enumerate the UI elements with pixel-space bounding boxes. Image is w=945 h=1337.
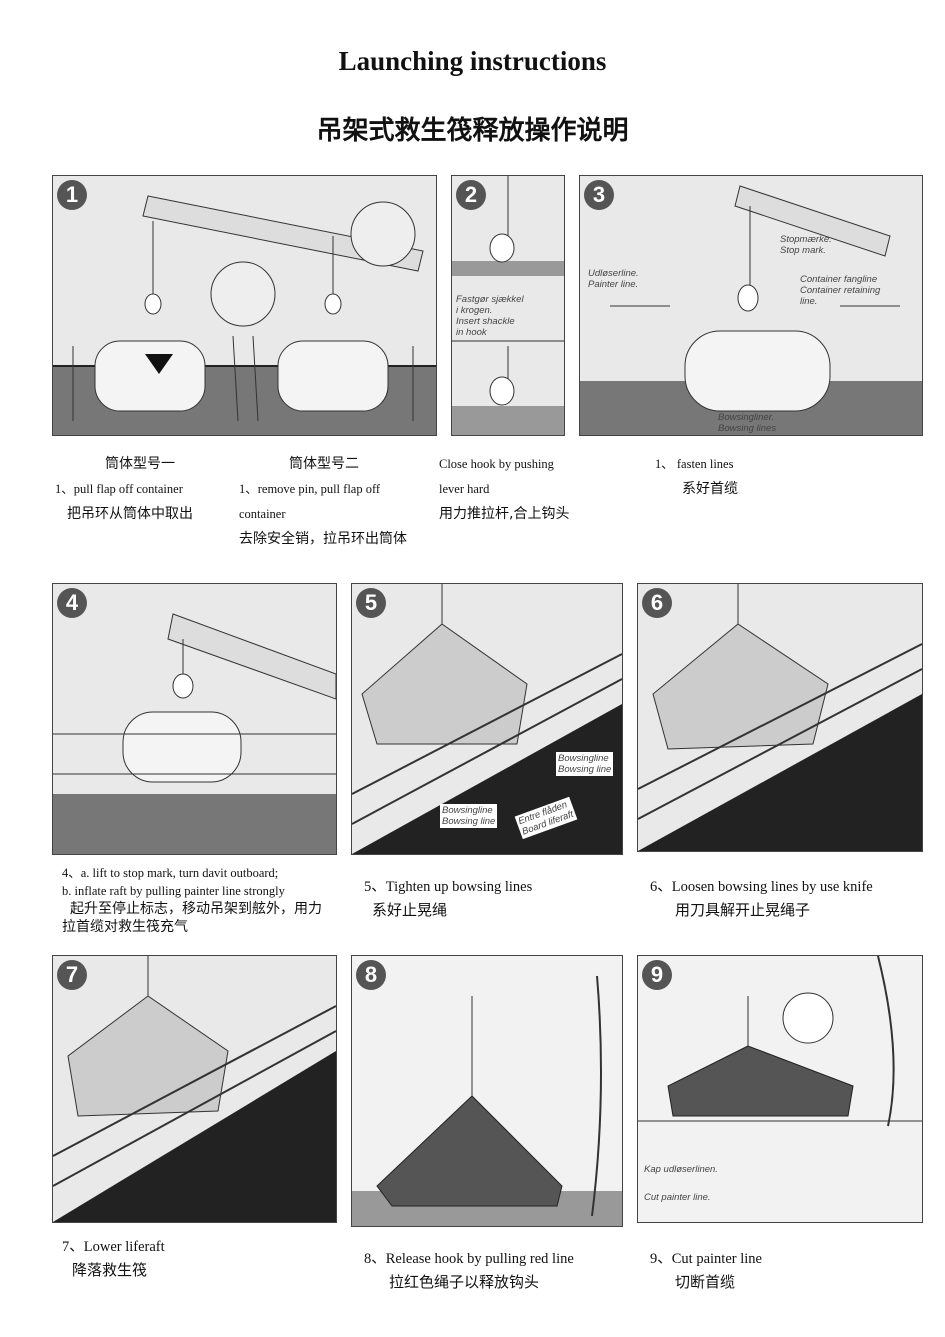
label-stop-mark-danish: Stopmærke.: [780, 234, 832, 245]
step-number-badge: 4: [57, 588, 87, 618]
page-title: Launching instructions: [338, 46, 607, 76]
step-1-drawing: [53, 195, 436, 435]
caption-8-zh: 拉红色绳子以释放钩头: [389, 1273, 540, 1291]
caption-1b-head: 筒体型号二: [289, 456, 359, 472]
label-bowsing-line-danish-2: Bowsingline: [442, 805, 493, 816]
step-number-badge: 5: [356, 588, 386, 618]
label-insert-shackle: Insert shackle: [456, 316, 515, 327]
caption-9-zh: 切断首缆: [675, 1273, 736, 1291]
caption-8-en: 8、Release hook by pulling red line: [364, 1251, 574, 1267]
caption-1b-en1: 1、remove pin, pull flap off: [239, 482, 381, 496]
caption-1a-head: 筒体型号一: [105, 456, 175, 472]
caption-4-en2: b. inflate raft by pulling painter line …: [62, 884, 285, 898]
step-2-illustration: 2 Fastgør sjækkel i krogen. Insert shack…: [451, 175, 565, 436]
caption-4-zh1: 起升至停止标志，移动吊架到舷外，用力: [70, 901, 322, 917]
caption-4-zh2: 拉首缆对救生筏充气: [62, 919, 188, 935]
label-insert-shackle-2: in hook: [456, 327, 487, 338]
label-cut-painter: Cut painter line.: [644, 1192, 711, 1203]
label-container-retaining: Container retaining: [800, 285, 881, 296]
caption-1a-en: 1、pull flap off container: [55, 482, 183, 496]
step-8-illustration: 8: [351, 955, 623, 1227]
label-cut-painter-danish: Kap udløserlinen.: [644, 1164, 718, 1175]
step-2-drawing: [452, 176, 564, 435]
caption-2-en1: Close hook by pushing: [439, 457, 554, 471]
step-9-illustration: 9 Kap udløserlinen. Cut painter line.: [637, 955, 923, 1223]
step-5-illustration: 5 Bowsingline Bowsing line Bowsingline B…: [351, 583, 623, 855]
caption-7-zh: 降落救生筏: [72, 1261, 148, 1279]
caption-3-en: 1、 fasten lines: [655, 457, 734, 471]
label-painter-line-danish: Udløserline.: [588, 268, 639, 279]
label-painter-line: Painter line.: [588, 279, 639, 290]
step-7-drawing: [53, 956, 336, 1222]
step-6-drawing: [638, 584, 922, 851]
label-bowsing-line-danish: Bowsingline: [558, 753, 609, 764]
caption-5-zh: 系好止晃绳: [372, 901, 448, 919]
label-container-retaining-danish: Container fangline: [800, 274, 878, 285]
step-4-illustration: 4: [52, 583, 337, 855]
step-number-badge: 7: [57, 960, 87, 990]
caption-1a-zh: 把吊环从筒体中取出: [67, 506, 193, 522]
step-7-illustration: 7: [52, 955, 337, 1223]
step-3-illustration: 3 Stopmærke. Stop mark. Udløserline. Pai…: [579, 175, 923, 436]
caption-3-zh: 系好首缆: [682, 481, 738, 497]
caption-6-zh: 用刀具解开止晃绳子: [675, 901, 811, 919]
step-3-drawing: [580, 185, 922, 435]
caption-4-en1: 4、a. lift to stop mark, turn davit outbo…: [62, 866, 279, 880]
label-insert-shackle-danish: Fastgør sjækkel: [456, 294, 524, 305]
label-bowsing-lines-danish: Bowsingliner.: [718, 412, 775, 423]
step-number-badge: 2: [456, 180, 486, 210]
caption-6-en: 6、Loosen bowsing lines by use knife: [650, 879, 873, 895]
step-number-badge: 1: [57, 180, 87, 210]
step-number-badge: 9: [642, 960, 672, 990]
label-bowsing-line: Bowsing line: [558, 764, 612, 775]
caption-1b-zh: 去除安全销，拉吊环出筒体: [239, 531, 407, 547]
caption-2-zh: 用力推拉杆,合上钩头: [439, 506, 570, 522]
label-stop-mark: Stop mark.: [780, 245, 826, 256]
caption-5-en: 5、Tighten up bowsing lines: [364, 879, 533, 895]
step-8-drawing: [352, 975, 622, 1226]
page-subtitle: 吊架式救生筏释放操作说明: [316, 116, 629, 146]
caption-9-en: 9、Cut painter line: [650, 1251, 762, 1267]
caption-7-en: 7、Lower liferaft: [62, 1239, 165, 1255]
label-container-retaining-2: line.: [800, 296, 818, 307]
label-bowsing-line-2: Bowsing line: [442, 816, 496, 827]
step-9-drawing: [638, 956, 922, 1127]
step-1-illustration: 1: [52, 175, 437, 436]
step-number-badge: 8: [356, 960, 386, 990]
label-insert-shackle-danish-2: i krogen.: [456, 305, 493, 316]
step-number-badge: 6: [642, 588, 672, 618]
step-6-illustration: 6: [637, 583, 923, 852]
caption-2-en2: lever hard: [439, 482, 490, 496]
caption-1b-en2: container: [239, 507, 286, 521]
label-bowsing-lines: Bowsing lines: [718, 423, 777, 434]
step-number-badge: 3: [584, 180, 614, 210]
step-4-drawing: [53, 613, 336, 854]
